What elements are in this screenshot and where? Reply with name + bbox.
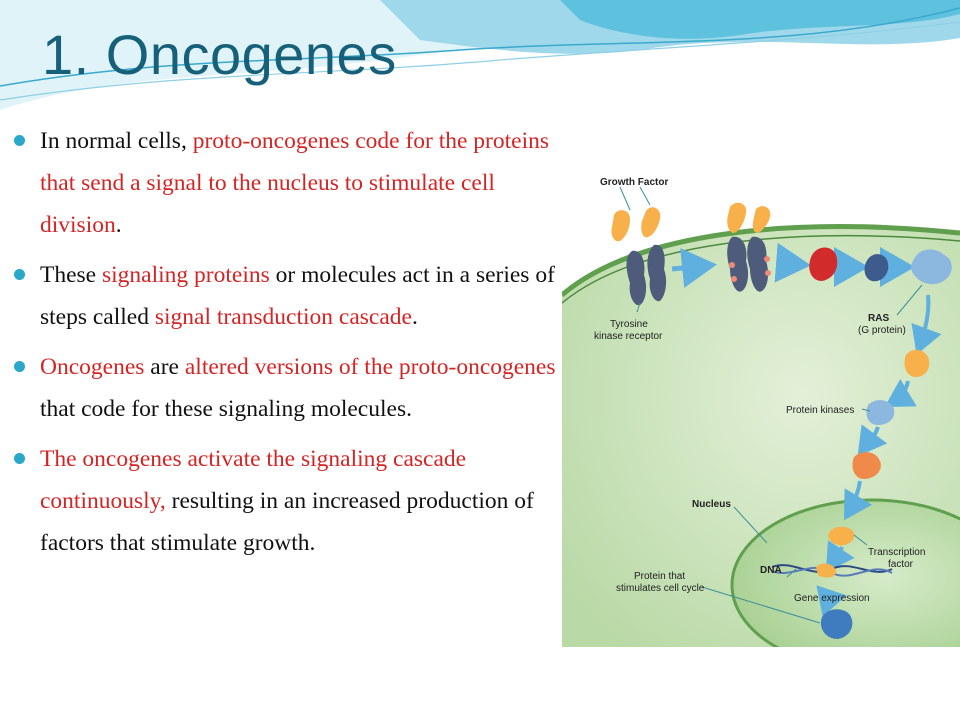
label-transcription: Transcription xyxy=(868,547,925,558)
tyrosine-kinase-receptor-icon xyxy=(626,236,771,306)
bullet-text: In normal cells, xyxy=(40,128,193,154)
label-gene-expression: Gene expression xyxy=(794,593,870,604)
highlight-text: signaling proteins xyxy=(102,262,270,288)
growth-factor-icon xyxy=(611,202,771,242)
label-growth-factor: Growth Factor xyxy=(600,177,668,188)
bullet-text: that code for these signaling molecules. xyxy=(40,396,412,422)
label-g-protein: (G protein) xyxy=(858,325,906,336)
highlight-text: Oncogenes xyxy=(40,354,145,380)
bullet-item: Oncogenes are altered versions of the pr… xyxy=(14,346,562,430)
ras-protein-icon xyxy=(911,249,952,285)
highlight-text: altered versions of the proto-oncogenes xyxy=(184,354,556,380)
protein-kinase-icon xyxy=(866,400,895,425)
label-ras: RAS xyxy=(868,313,889,324)
bullet-dot-icon xyxy=(14,269,25,280)
label-kinase-receptor: kinase receptor xyxy=(594,331,663,342)
label-factor: factor xyxy=(888,559,914,570)
bullet-item: These signaling proteins or molecules ac… xyxy=(14,254,562,338)
signal-protein-icon xyxy=(809,247,838,281)
bullet-text: are xyxy=(144,354,185,380)
bullet-item: The oncogenes activate the signaling cas… xyxy=(14,438,562,564)
cell-cycle-protein-icon xyxy=(820,609,853,639)
signal-protein-icon xyxy=(864,254,889,282)
highlight-text: The oncogenes activate the signaling cas… xyxy=(40,446,467,514)
label-dna: DNA xyxy=(760,565,782,576)
bullet-dot-icon xyxy=(14,453,25,464)
bullet-dot-icon xyxy=(14,361,25,372)
label-stimulates-cell-cycle: stimulates cell cycle xyxy=(616,583,705,594)
label-nucleus: Nucleus xyxy=(692,499,731,510)
bullet-dot-icon xyxy=(14,135,25,146)
transcription-factor-icon xyxy=(828,526,855,546)
protein-kinase-icon xyxy=(904,349,930,377)
bullet-text: resulting in an increased production of … xyxy=(40,488,534,556)
protein-kinase-icon xyxy=(852,452,881,479)
signal-transduction-figure: Growth Factor Tyrosine kinase receptor R… xyxy=(562,155,960,647)
highlight-text: proto-oncogenes code for the proteins th… xyxy=(40,128,550,238)
label-tyrosine: Tyrosine xyxy=(610,319,648,330)
cell-membrane xyxy=(562,224,960,297)
bullet-list: In normal cells, proto-oncogenes code fo… xyxy=(14,120,562,572)
label-protein-kinases: Protein kinases xyxy=(786,405,854,416)
header-wave-decoration xyxy=(0,0,960,110)
slide-title: 1. Oncogenes xyxy=(42,23,397,86)
bullet-text: . xyxy=(411,304,418,330)
bullet-text: These xyxy=(40,262,102,288)
bullet-text: . xyxy=(115,212,122,238)
highlight-text: signal transduction cascade xyxy=(154,304,412,330)
label-protein-that: Protein that xyxy=(634,571,685,582)
bullet-text: or molecules act in a series of steps ca… xyxy=(40,262,555,330)
bullet-item: In normal cells, proto-oncogenes code fo… xyxy=(14,120,562,246)
